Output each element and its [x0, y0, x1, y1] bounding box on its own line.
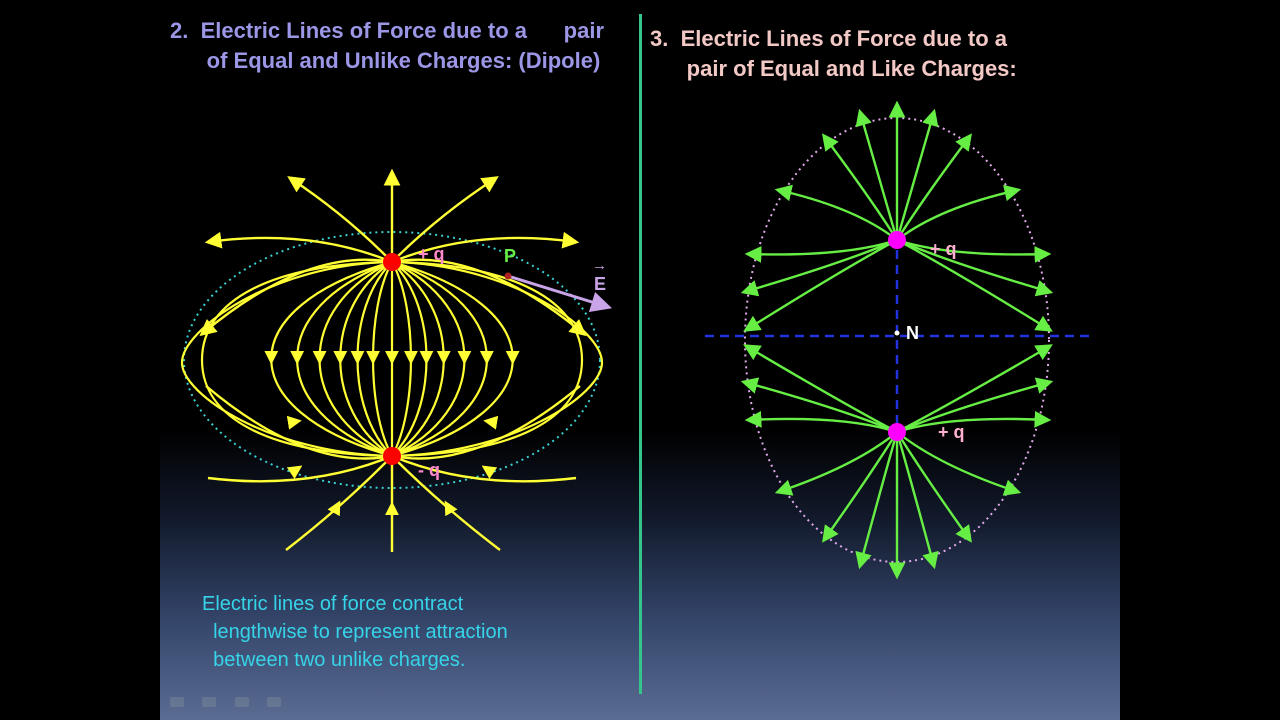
next-arrow-icon[interactable] [267, 697, 282, 707]
dipole-outer-loop [200, 260, 393, 458]
like-top-field-line [896, 238, 1052, 263]
dipole-title: 2. Electric Lines of Force due to a pair… [170, 18, 605, 73]
like-top-field-line [743, 238, 898, 332]
field-vector-arrow [507, 274, 613, 313]
like-top-field-line [744, 238, 898, 263]
like-top-field-line [896, 238, 1053, 332]
like-bottom-field-line [822, 431, 899, 543]
dipole-incoming-arrow [483, 415, 499, 430]
field-diagram: + q - q P E → + q + q N [180, 100, 1090, 580]
dipole-equipotential-ellipse [183, 231, 601, 489]
like-top-label: + q [930, 239, 957, 259]
dipole-incoming-line [391, 385, 581, 460]
dipole-incoming-arrow [286, 415, 302, 430]
dipole-incoming-line [285, 455, 393, 551]
like-bottom-field-line [896, 410, 1052, 434]
dipole-inner-line [391, 260, 488, 458]
dipole-inner-line [372, 261, 393, 457]
like-bottom-field-line [774, 431, 898, 496]
like-bottom-field-line [743, 344, 898, 434]
divider-line [639, 14, 642, 694]
like-top-field-line [895, 133, 973, 241]
like-bottom-field-line [744, 410, 898, 434]
dipole-outer-loop [391, 260, 604, 458]
like-bottom-field-line [896, 377, 1054, 434]
neutral-point-dot [894, 330, 900, 336]
dipole-incoming-line [205, 385, 393, 460]
dipole-inner-line [296, 260, 393, 458]
field-e-label: E [594, 274, 606, 294]
like-bottom-label: + q [938, 422, 965, 442]
point-p-dot [504, 272, 512, 280]
like-top-field-line [896, 184, 1022, 241]
pen-icon[interactable] [202, 697, 217, 707]
previous-arrow-icon[interactable] [170, 697, 184, 707]
like-bottom-charge [888, 423, 906, 441]
like-top-charge [888, 231, 906, 249]
dipole-inner-line [391, 261, 412, 457]
dipole-incoming-arrow [481, 465, 498, 480]
slideshow-controls[interactable] [170, 694, 295, 712]
dipole-incoming-line [391, 454, 577, 483]
dipole-outgoing-line [391, 258, 587, 337]
attraction-caption: Electric lines of force contract lengthw… [202, 593, 508, 671]
menu-icon[interactable] [234, 697, 249, 707]
dipole-outgoing-line [287, 176, 393, 263]
dipole-positive-label: + q [418, 244, 445, 264]
dipole-field-lines [180, 168, 604, 553]
dipole-incoming-arrow [286, 465, 303, 480]
dipole-incoming-line [207, 454, 393, 483]
like-bottom-field-line [896, 431, 1022, 496]
like-bottom-field-line [855, 431, 899, 570]
dipole-incoming-line [391, 455, 501, 551]
dipole-outgoing-line [204, 231, 393, 264]
like-bottom-field-line [896, 344, 1053, 434]
like-bottom-field-line [895, 431, 939, 570]
dipole-negative-label: - q [418, 460, 440, 480]
dipole-incoming-arrow [444, 500, 458, 517]
like-field-lines [740, 100, 1054, 580]
like-top-field-line [821, 133, 899, 241]
dipole-outgoing-line [199, 258, 393, 337]
dipole-outgoing-line [391, 231, 580, 264]
dipole-incoming-arrow [327, 500, 341, 517]
slide: 2. Electric Lines of Force due to a pair… [160, 0, 1120, 720]
like-charges-title: 3. Electric Lines of Force due to a pair… [650, 26, 1017, 81]
like-top-field-line [855, 108, 899, 241]
like-top-field-line [896, 238, 1054, 297]
dipole-positive-charge [383, 253, 401, 271]
dipole-outgoing-line [391, 176, 499, 263]
like-top-field-line [895, 108, 939, 241]
like-top-field-line [774, 184, 898, 241]
like-bottom-field-line [740, 377, 898, 434]
like-bottom-field-line [895, 431, 972, 543]
dipole-negative-charge [383, 447, 401, 465]
field-e-vector-arrow: → [592, 257, 607, 274]
neutral-point-label: N [906, 323, 919, 343]
like-top-field-line [740, 238, 898, 297]
point-p-label: P [504, 246, 516, 266]
